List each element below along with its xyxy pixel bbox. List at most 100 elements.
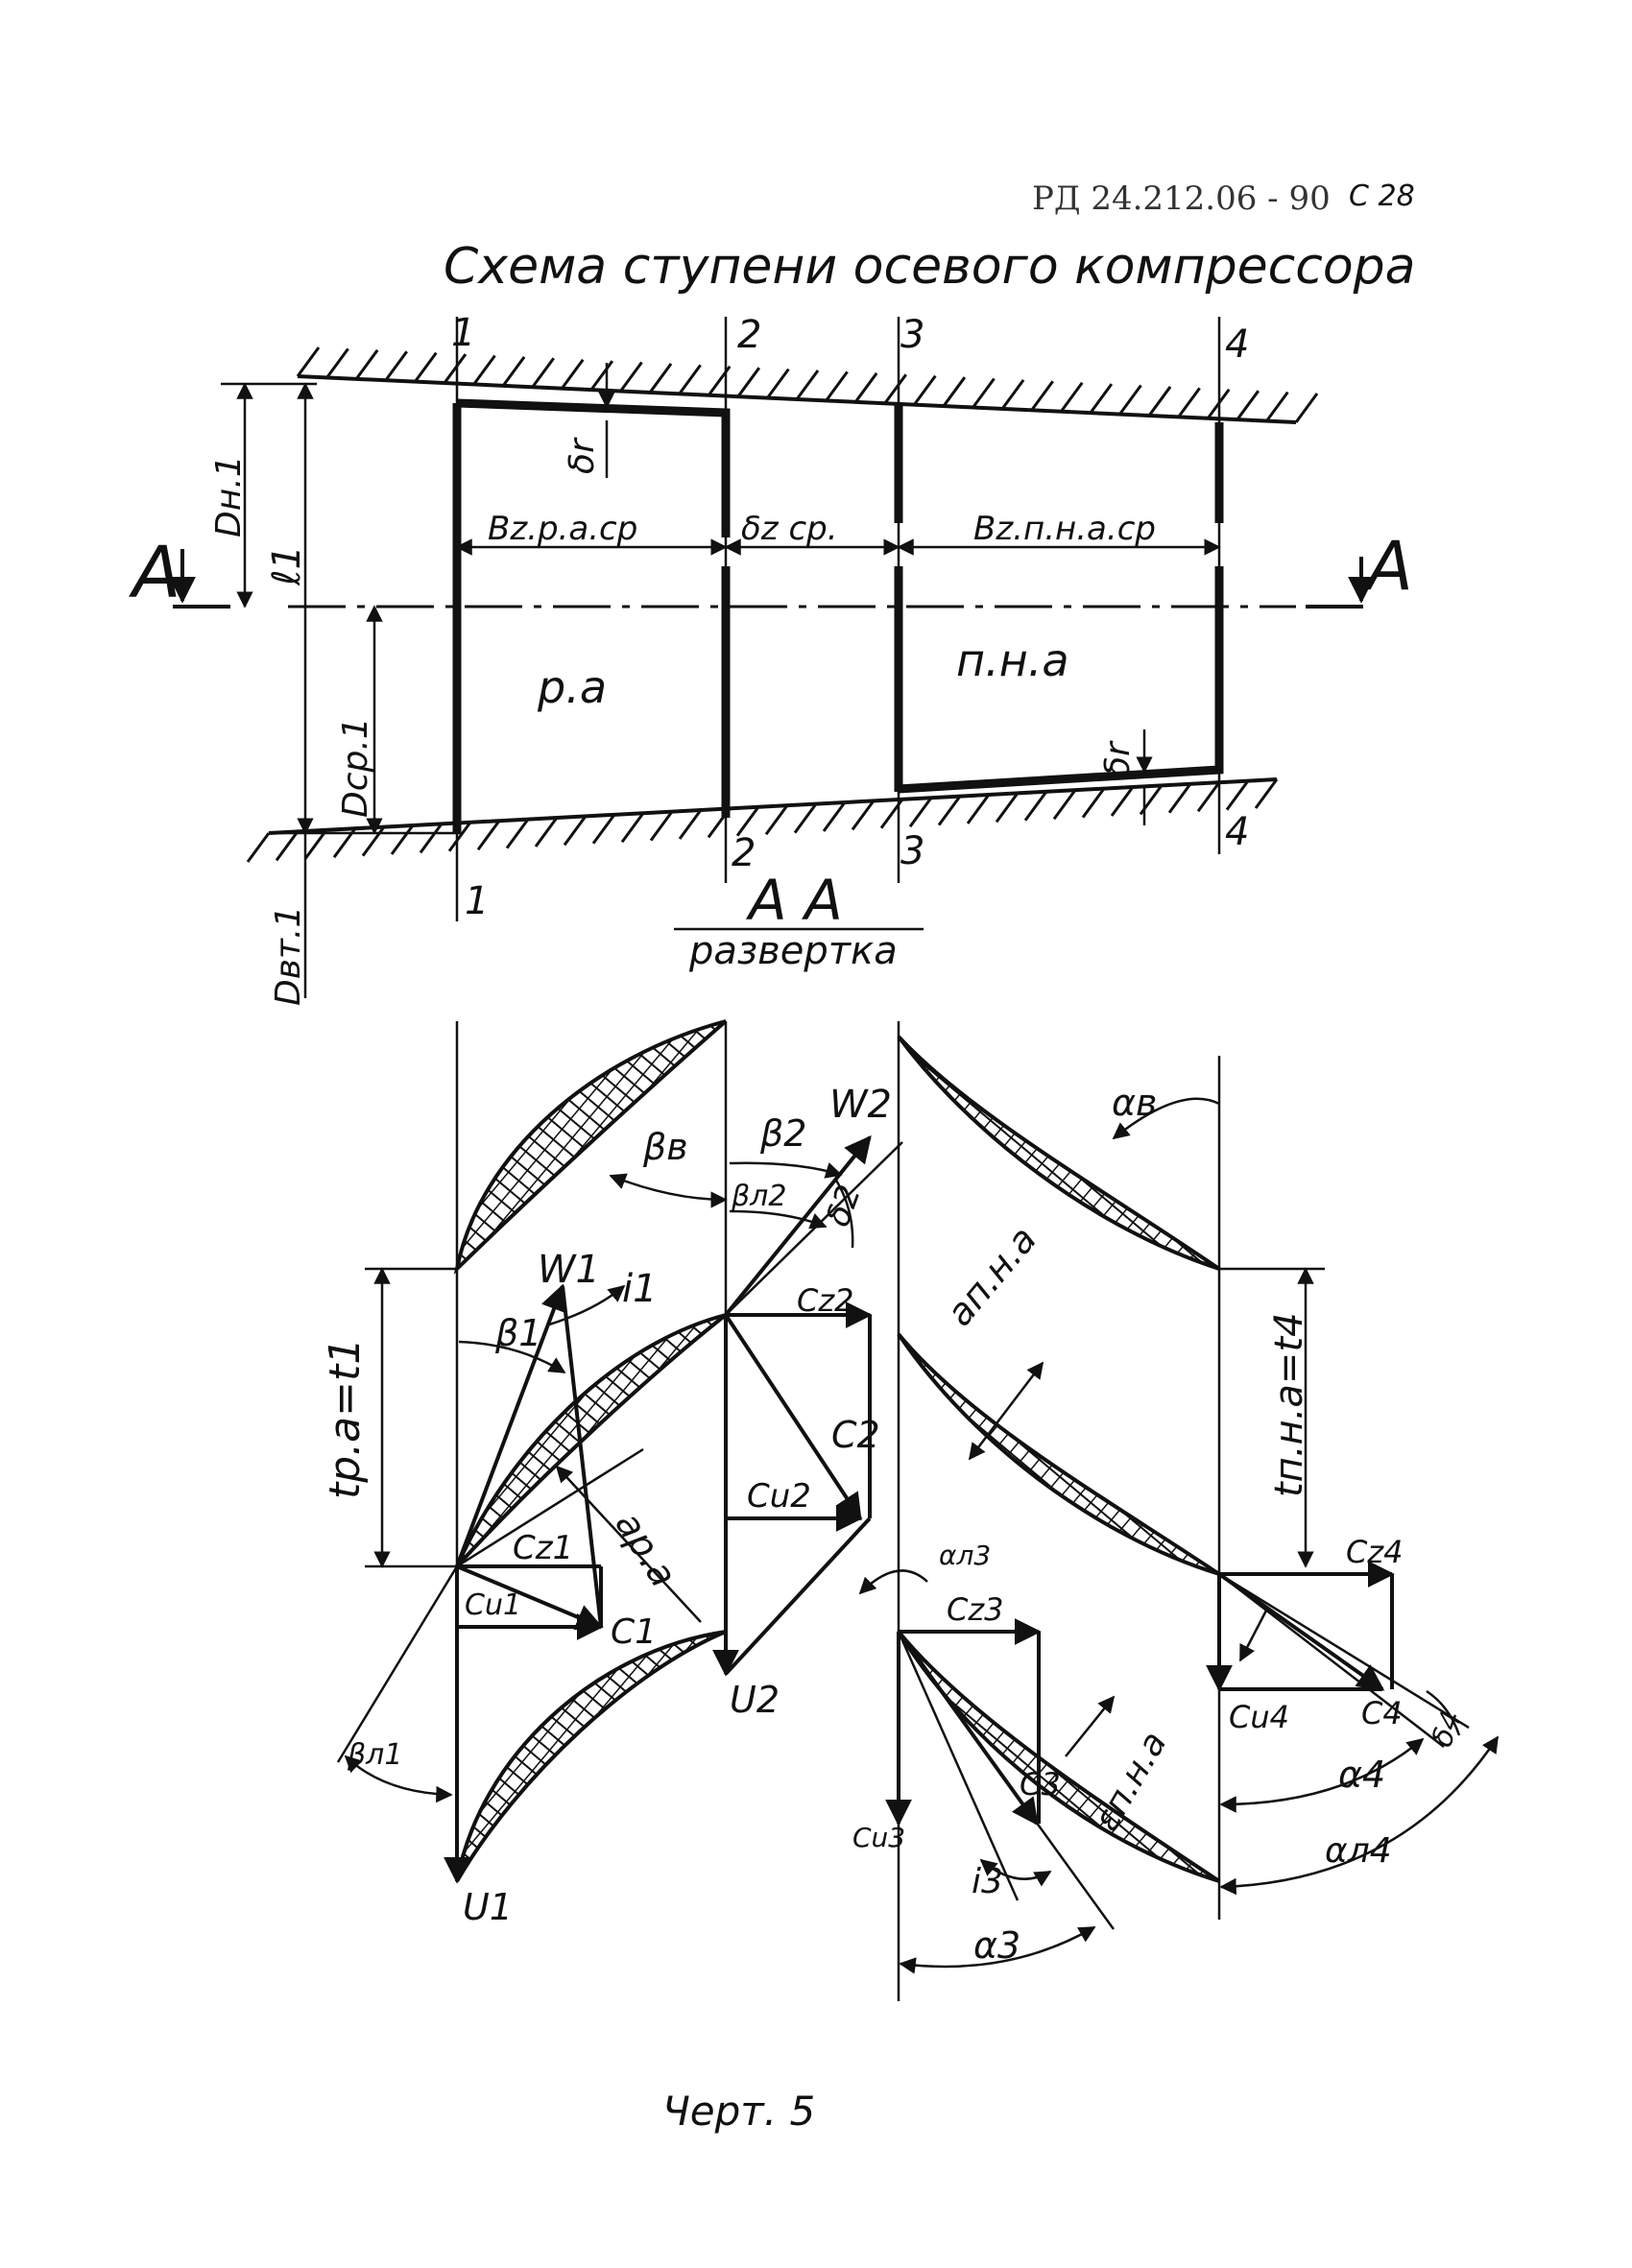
label-beta-1: β1 <box>494 1312 541 1354</box>
hatch-stroke <box>296 346 321 377</box>
hatch-stroke <box>678 809 703 840</box>
hatch-stroke <box>795 370 820 400</box>
hatch-stroke <box>419 823 444 854</box>
throat-a-pna-lower <box>1238 1608 1269 1662</box>
cascade-development: tр.а=t1 tп.н.а=t4 βв β2 W2 βл2 δ2 W1 i1 … <box>321 1019 1500 2001</box>
rotor-blade-top <box>453 1019 728 1275</box>
label-alpha-l4: αл4 <box>1325 1831 1392 1871</box>
label-cu3: Cu3 <box>852 1822 905 1853</box>
hatch-stroke <box>735 805 760 837</box>
label-c2: C2 <box>831 1414 880 1456</box>
hatch-stroke <box>1030 380 1054 412</box>
label-clearance-hub: δr <box>1098 740 1138 777</box>
arc-alpha-b <box>1112 1097 1220 1140</box>
hatch-stroke <box>384 350 408 382</box>
label-alpha-4: α4 <box>1338 1754 1385 1796</box>
hatch-stroke <box>851 800 876 831</box>
hatch-stroke <box>736 367 761 398</box>
label-cu4: Cu4 <box>1229 1699 1289 1735</box>
station-top-2: 2 <box>737 313 761 357</box>
arc-alpha-3 <box>899 1925 1096 1974</box>
label-pitch-rotor: tр.а=t1 <box>321 1338 370 1499</box>
vector-c4 <box>1217 1572 1385 1691</box>
stagger-eps-arrow <box>1065 1695 1116 1757</box>
hatch-stroke <box>505 818 530 849</box>
hatch-stroke <box>325 347 349 379</box>
page-number: С 28 <box>1349 179 1415 213</box>
stator-label: п.н.а <box>956 634 1069 686</box>
hatch-stroke <box>766 368 790 399</box>
hatch-stroke <box>822 801 847 832</box>
hatch-stroke <box>1060 381 1084 413</box>
label-alpha-l3: αл3 <box>939 1540 991 1571</box>
arc-beta-1 <box>458 1340 566 1374</box>
stator-blade-middle <box>897 1332 1221 1576</box>
hatch-stroke <box>972 377 996 409</box>
hatch-stroke <box>534 817 559 848</box>
arc-beta-l1 <box>344 1755 453 1803</box>
hatch-stroke <box>443 353 468 384</box>
label-b-stator: Bz.п.н.а.ср <box>973 510 1156 548</box>
label-delta-2: δ2 <box>819 1181 869 1232</box>
stator-inlet-ray <box>897 1631 1116 1930</box>
hatch-stroke <box>1081 787 1106 819</box>
hatch-stroke <box>1110 786 1135 817</box>
hatch-stroke <box>303 828 328 860</box>
hatch-stroke <box>1294 393 1319 423</box>
hatch-stroke <box>354 348 379 380</box>
hatch-stroke <box>1265 391 1289 422</box>
hatch-stroke <box>678 364 702 395</box>
label-d-hub: Dвт.1 <box>269 906 308 1006</box>
hub-wall <box>268 777 1278 835</box>
station-top-4: 4 <box>1225 322 1249 367</box>
arc-alpha-l4 <box>1219 1735 1500 1896</box>
hub-hatching <box>246 778 1279 863</box>
label-beta-l1: βл1 <box>347 1738 402 1772</box>
arc-i1 <box>548 1284 626 1326</box>
arc-alpha-l3 <box>858 1569 928 1595</box>
station-top-1: 1 <box>451 311 475 355</box>
hatch-stroke <box>883 373 907 405</box>
hatch-stroke <box>937 795 962 826</box>
label-pitch-stator: tп.н.а=t4 <box>1267 1312 1311 1497</box>
hatch-stroke <box>591 813 616 845</box>
hatch-stroke <box>1089 383 1114 415</box>
hatch-stroke <box>942 376 967 407</box>
hatch-stroke <box>913 374 937 406</box>
arc-i3 <box>979 1858 1052 1887</box>
rotor-blade-bottom <box>455 1630 727 1883</box>
hatch-stroke <box>1196 781 1221 813</box>
doc-code: РД 24.212.06 - 90 <box>1032 179 1331 218</box>
arc-delta-4 <box>1426 1689 1461 1736</box>
hatch-stroke <box>1254 778 1279 809</box>
rotor-blade-tip-outline <box>456 398 731 537</box>
stator-exit-ray <box>1218 1572 1470 1730</box>
vector-w2 <box>724 1134 872 1317</box>
label-beta-b: βв <box>642 1126 688 1168</box>
label-i1: i1 <box>622 1267 658 1311</box>
label-a-ra: aр.а <box>607 1504 684 1594</box>
hatch-stroke <box>1167 782 1192 814</box>
stator-blade-inlet-ray <box>897 1631 1020 1901</box>
section-mark-right: А <box>1363 527 1413 606</box>
figure-title: Схема ступени осевого компрессора <box>444 238 1416 296</box>
hatch-stroke <box>648 363 673 394</box>
label-alpha-3: α3 <box>973 1924 1020 1967</box>
hatch-stroke <box>1177 387 1201 418</box>
label-w1: W1 <box>538 1248 600 1292</box>
station-bottom-4: 4 <box>1225 810 1249 854</box>
hatch-stroke <box>1225 779 1250 811</box>
figure-caption: Черт. 5 <box>662 2088 815 2135</box>
arc-beta-b <box>609 1173 728 1208</box>
hatch-stroke <box>966 794 991 824</box>
station-top-3: 3 <box>900 313 924 357</box>
label-c1: C1 <box>611 1612 657 1652</box>
hatch-stroke <box>501 355 526 387</box>
label-b-rotor: Bz.р.а.ср <box>488 510 637 548</box>
hatch-stroke <box>563 815 588 847</box>
hatch-stroke <box>825 370 849 402</box>
label-cz1: Cz1 <box>513 1529 573 1567</box>
hatch-stroke <box>1023 790 1048 822</box>
hatch-stroke <box>620 812 645 844</box>
